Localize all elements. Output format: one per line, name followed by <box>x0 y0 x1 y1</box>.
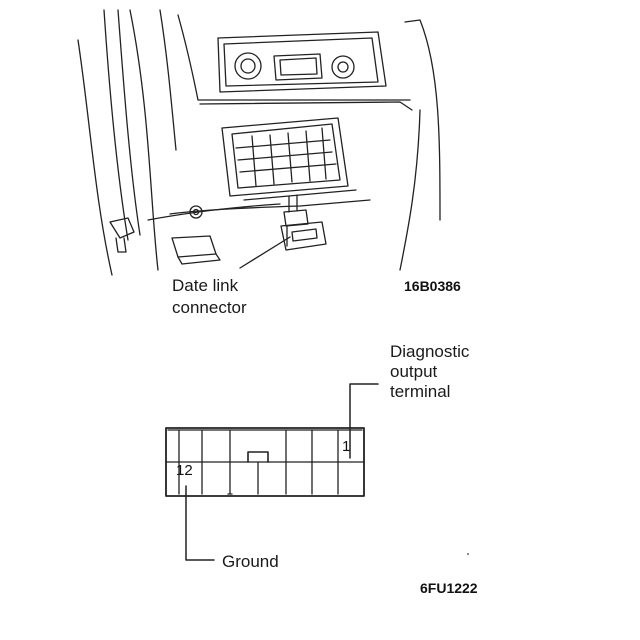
data-link-connector-drawing <box>280 194 327 251</box>
connector-callout-line2: connector <box>172 298 247 317</box>
diagnostic-label-line2: output <box>390 362 438 381</box>
pedal <box>171 235 221 265</box>
fuse-box <box>189 117 357 219</box>
connector-terminal-face <box>165 427 365 497</box>
diagnostic-label-line1: Diagnostic <box>390 342 470 361</box>
bottom-figure-code: 6FU1222 <box>420 580 478 596</box>
door-pillar-lines <box>77 9 177 276</box>
pin-1-label: 1 <box>342 438 351 455</box>
connector-leader-line <box>239 236 291 269</box>
top-figure-code: 16B0386 <box>404 278 461 294</box>
connector-callout-line1: Date link <box>172 276 239 295</box>
pin-12-label: 12 <box>176 462 193 479</box>
diagnostic-label-line3: terminal <box>390 382 451 401</box>
diagnostic-terminal-leader <box>349 383 379 459</box>
ground-label: Ground <box>222 552 279 571</box>
ground-terminal-leader <box>185 485 215 561</box>
